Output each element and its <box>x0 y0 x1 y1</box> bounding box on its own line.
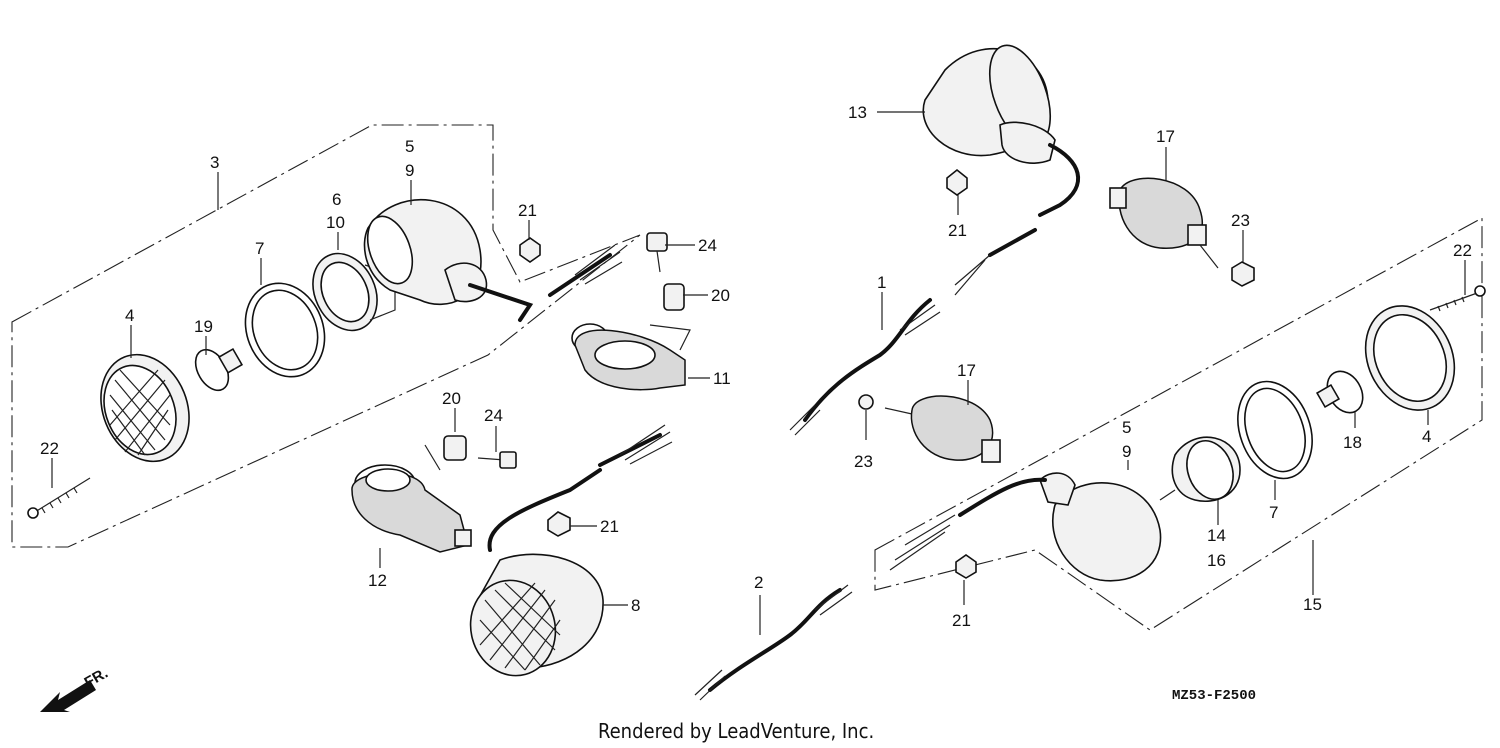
nut-21-c <box>946 168 968 196</box>
callout-14: 14 <box>1207 526 1226 545</box>
screw-22-left <box>27 477 91 519</box>
callout-17-lower: 17 <box>957 361 976 380</box>
callout-23-upper: 23 <box>1231 211 1250 230</box>
callout-20-a: 20 <box>711 286 730 305</box>
right-assembly-outline <box>874 217 1483 631</box>
leader-lines <box>51 111 1466 635</box>
socket-14-16 <box>1159 436 1241 502</box>
callout-20-b: 20 <box>442 389 461 408</box>
bracket-12 <box>351 464 472 553</box>
harness-2 <box>694 584 853 701</box>
callout-22-right: 22 <box>1453 241 1472 260</box>
resistor-17-a <box>1109 177 1219 269</box>
callout-11: 11 <box>713 369 731 388</box>
lamp-13 <box>922 44 1081 296</box>
diagram-code: MZ53-F2500 <box>1172 688 1256 704</box>
callout-4-right: 4 <box>1422 427 1431 446</box>
callout-21-a: 21 <box>518 201 537 220</box>
callout-21-c: 21 <box>948 221 967 240</box>
left-assembly-outline <box>11 124 641 548</box>
callout-24-a: 24 <box>698 236 717 255</box>
callout-16: 16 <box>1207 551 1226 570</box>
callout-21-d: 21 <box>952 611 971 630</box>
callout-9-right: 9 <box>1122 442 1131 461</box>
bolt-24-a <box>646 232 668 273</box>
nut-21-b <box>547 511 571 537</box>
bolt-24-b <box>477 451 517 469</box>
rim-4-right <box>1364 305 1456 411</box>
callout-19: 19 <box>194 317 213 336</box>
callout-5-left: 5 <box>405 137 414 156</box>
callout-12: 12 <box>368 571 387 590</box>
nut-21-d <box>955 554 977 579</box>
callout-7-left: 7 <box>255 239 264 258</box>
lamp-8 <box>469 424 673 677</box>
callout-17-upper: 17 <box>1156 127 1175 146</box>
callout-2: 2 <box>754 573 763 592</box>
bracket-11 <box>571 323 691 391</box>
callout-3: 3 <box>210 153 219 172</box>
footer-credit: Rendered by LeadVenture, Inc. <box>598 719 874 743</box>
callout-23-lower: 23 <box>854 452 873 471</box>
callout-9-left: 9 <box>405 161 414 180</box>
front-direction-arrow: FR. <box>40 665 111 712</box>
collar-20-b <box>424 435 467 471</box>
lens-4-left <box>100 353 190 463</box>
nut-23-a <box>1231 261 1255 287</box>
callout-1: 1 <box>877 273 886 292</box>
harness-1 <box>789 298 941 436</box>
callout-4-left: 4 <box>125 306 134 325</box>
housing-5-9-right <box>889 472 1162 582</box>
collar-20-a <box>663 283 685 311</box>
callout-7-right: 7 <box>1269 503 1278 522</box>
callout-21-b: 21 <box>600 517 619 536</box>
housing-5-9-left <box>363 198 623 322</box>
screw-22-right <box>1429 285 1486 312</box>
resistor-17-b <box>858 394 1001 463</box>
gasket-7-left <box>244 282 326 378</box>
gasket-7-right <box>1237 380 1313 480</box>
callouts: 3 5 9 6 10 7 4 19 22 21 24 20 11 20 24 2… <box>40 103 1472 630</box>
callout-15: 15 <box>1303 595 1322 614</box>
callout-22-left: 22 <box>40 439 59 458</box>
callout-5-right: 5 <box>1122 418 1131 437</box>
bulb-18 <box>1315 370 1364 414</box>
callout-13: 13 <box>848 103 867 122</box>
callout-6: 6 <box>332 190 341 209</box>
callout-8: 8 <box>631 596 640 615</box>
callout-10: 10 <box>326 213 345 232</box>
bulb-19 <box>194 347 244 392</box>
callout-18: 18 <box>1343 433 1362 452</box>
nut-21-a <box>519 237 541 263</box>
callout-24-b: 24 <box>484 406 503 425</box>
